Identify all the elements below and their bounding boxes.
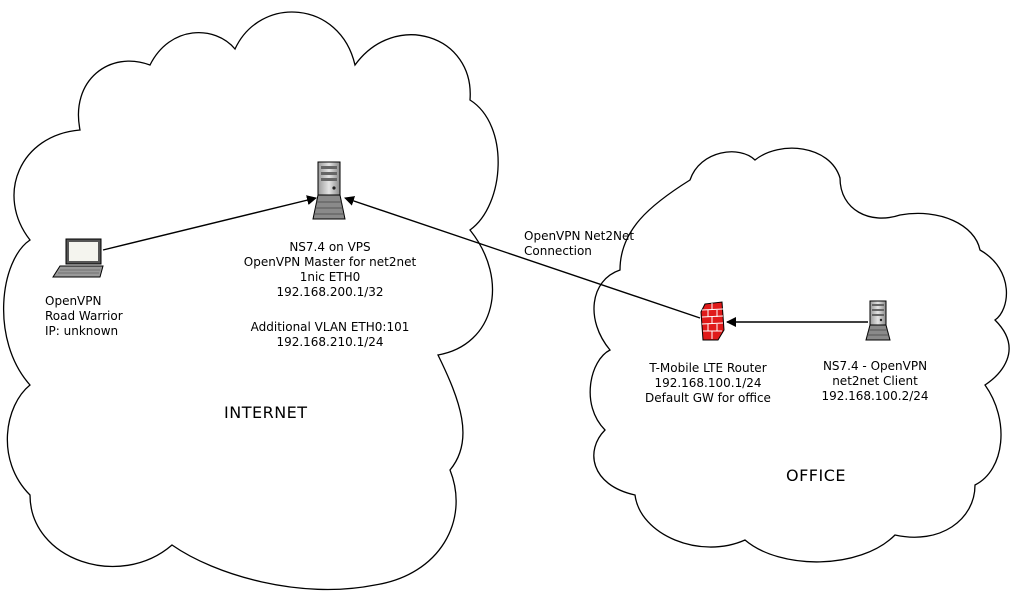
office-client-line: net2net Client bbox=[832, 374, 918, 388]
road-warrior-line: OpenVPN bbox=[45, 294, 102, 308]
office-server-icon bbox=[865, 300, 891, 341]
vps-server-icon bbox=[312, 161, 346, 220]
office-cloud-label: OFFICE bbox=[786, 466, 846, 485]
vps-server-line: 1nic ETH0 bbox=[299, 270, 361, 284]
router-line: 192.168.100.1/24 bbox=[654, 376, 762, 390]
road-warrior-label: OpenVPN Road Warrior IP: unknown bbox=[45, 294, 123, 339]
router-line: T-Mobile LTE Router bbox=[649, 361, 767, 375]
office-client-line: NS7.4 - OpenVPN bbox=[822, 359, 928, 373]
office-client-label: NS7.4 - OpenVPN net2net Client 192.168.1… bbox=[800, 359, 950, 404]
connection-line: Connection bbox=[524, 244, 592, 258]
firewall-icon bbox=[700, 301, 725, 341]
vps-vlan-line: Additional VLAN ETH0:101 bbox=[250, 320, 410, 334]
vps-vlan-line: 192.168.210.1/24 bbox=[276, 335, 384, 349]
office-cloud bbox=[589, 147, 1010, 563]
vps-server-line: OpenVPN Master for net2net bbox=[243, 255, 417, 269]
router-label: T-Mobile LTE Router 192.168.100.1/24 Def… bbox=[618, 361, 798, 406]
vps-server-line: 192.168.200.1/32 bbox=[276, 285, 384, 299]
internet-cloud bbox=[3, 11, 499, 591]
vps-server-line: NS7.4 on VPS bbox=[289, 240, 371, 254]
router-line: Default GW for office bbox=[645, 391, 771, 405]
vps-server-label: NS7.4 on VPS OpenVPN Master for net2net … bbox=[220, 240, 440, 300]
road-warrior-line: IP: unknown bbox=[45, 324, 119, 338]
connection-label: OpenVPN Net2Net Connection bbox=[524, 229, 634, 259]
internet-cloud-label: INTERNET bbox=[224, 403, 308, 422]
laptop-icon bbox=[52, 238, 104, 278]
connection-line: OpenVPN Net2Net bbox=[524, 229, 635, 243]
vps-vlan-label: Additional VLAN ETH0:101 192.168.210.1/2… bbox=[220, 320, 440, 350]
road-warrior-link bbox=[102, 195, 317, 251]
net2net-link bbox=[344, 196, 701, 319]
office-client-line: 192.168.100.2/24 bbox=[821, 389, 929, 403]
road-warrior-line: Road Warrior bbox=[45, 309, 123, 323]
